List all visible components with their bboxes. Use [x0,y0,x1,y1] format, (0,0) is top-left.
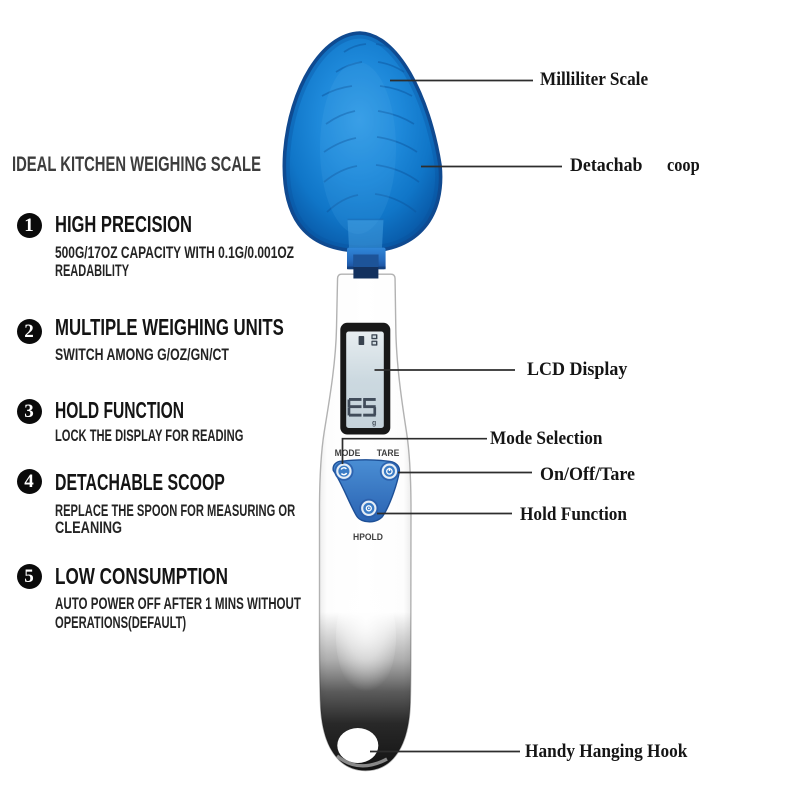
svg-text:HPOLD: HPOLD [353,532,383,542]
svg-text:MODE: MODE [335,448,361,458]
svg-text:TARE: TARE [377,448,400,458]
svg-text:g: g [372,420,376,427]
